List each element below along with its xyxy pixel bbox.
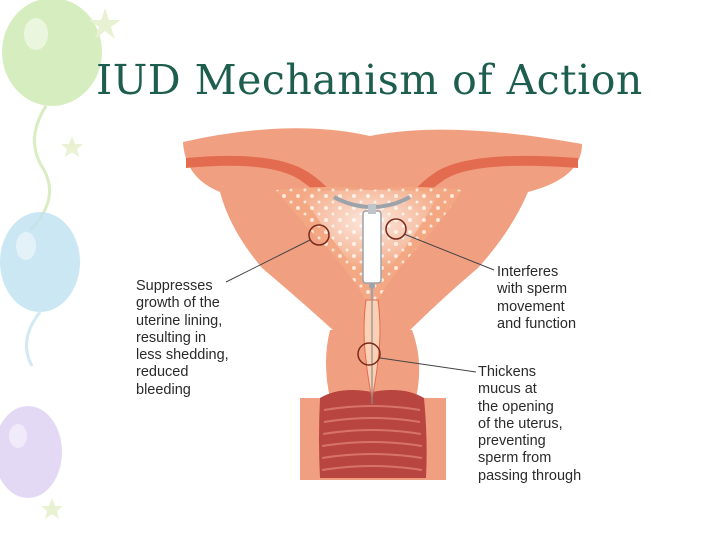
lining-leader-line	[225, 239, 311, 283]
lining-callout: Suppresses growth of the uterine lining,…	[136, 278, 229, 399]
callout-line: preventing	[478, 433, 546, 450]
sperm-callout-marker	[385, 218, 407, 240]
lining-callout-marker	[308, 224, 330, 246]
mucus-callout-marker	[357, 342, 381, 366]
callout-line: of the uterus,	[478, 415, 563, 432]
callout-line: mucus at	[478, 381, 537, 398]
callout-line: growth of the	[136, 295, 220, 312]
vaginal-rugae	[321, 405, 423, 471]
callout-line: and function	[497, 315, 577, 332]
purple-balloon	[0, 406, 62, 498]
sperm-leader-line	[403, 233, 495, 271]
blue-balloon	[0, 212, 80, 367]
mucus-callout: Thickens mucus at the opening of the ute…	[478, 364, 581, 485]
callout-line: passing through	[478, 467, 582, 484]
callout-line: with sperm	[497, 281, 568, 298]
callout-line: bleeding	[136, 381, 191, 398]
callout-line: the opening	[478, 398, 554, 415]
sperm-callout: Interferes with sperm movement and funct…	[497, 264, 576, 333]
callout-line: Interferes	[497, 264, 559, 280]
callout-line: uterine lining,	[136, 312, 223, 329]
iud-device	[333, 195, 411, 300]
slide-title: IUD Mechanism of Action	[96, 56, 643, 104]
vaginal-canal	[319, 390, 427, 478]
callout-line: sperm from	[478, 450, 552, 467]
callout-line: less shedding,	[136, 347, 229, 364]
callout-line: Suppresses	[136, 278, 213, 294]
callout-line: reduced	[136, 364, 189, 381]
callout-line: resulting in	[136, 329, 207, 346]
mucus-leader-line	[379, 357, 477, 373]
star-sparkles	[41, 8, 121, 519]
callout-line: movement	[497, 298, 565, 315]
callout-line: Thickens	[478, 364, 537, 380]
